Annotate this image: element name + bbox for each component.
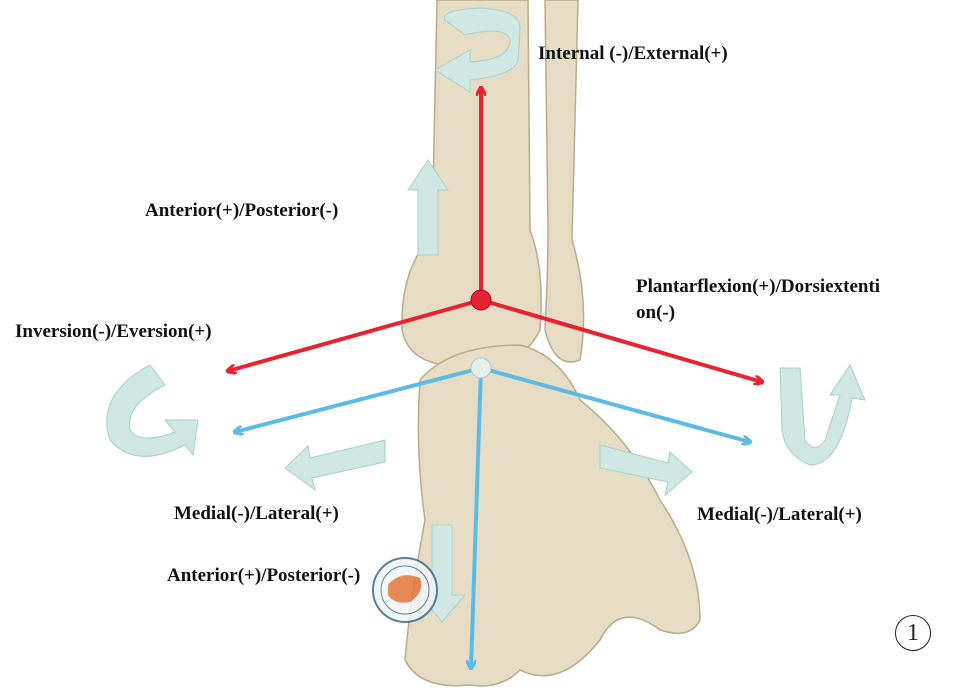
fibula: [544, 0, 585, 363]
right-arrow-icon: [599, 444, 693, 497]
label-medial-lateral-right: Medial(-)/Lateral(+): [697, 504, 862, 525]
figure-number: 1: [895, 615, 931, 651]
inversion-arrow-icon: [106, 364, 199, 457]
tibia-origin: [470, 289, 492, 311]
tibia-axes: [228, 88, 762, 382]
cma-watermark-seal: [372, 557, 438, 623]
label-foot-anterior-posterior: Anterior(+)/Posterior(-): [167, 565, 361, 586]
label-plantarflexion-1: Plantarflexion(+)/Dorsiextenti: [636, 276, 881, 297]
talus-axes: [235, 366, 750, 668]
label-plantarflexion-2: on(-): [636, 302, 676, 323]
left-arrow-icon: [284, 439, 386, 492]
label-tibia-anterior-posterior: Anterior(+)/Posterior(-): [145, 200, 339, 221]
label-medial-lateral-left: Medial(-)/Lateral(+): [174, 503, 339, 524]
talus-origin: [470, 357, 492, 379]
motion-arrows: [106, 7, 866, 623]
rotation-arrow-icon: [434, 7, 521, 93]
up-arrow-icon: [407, 159, 449, 256]
label-internal-external-rotation: Internal (-)/External(+): [538, 43, 728, 64]
plantarflexion-arrow-icon: [779, 363, 866, 466]
label-inversion-eversion: Inversion(-)/Eversion(+): [15, 321, 212, 342]
foot: [404, 344, 701, 687]
